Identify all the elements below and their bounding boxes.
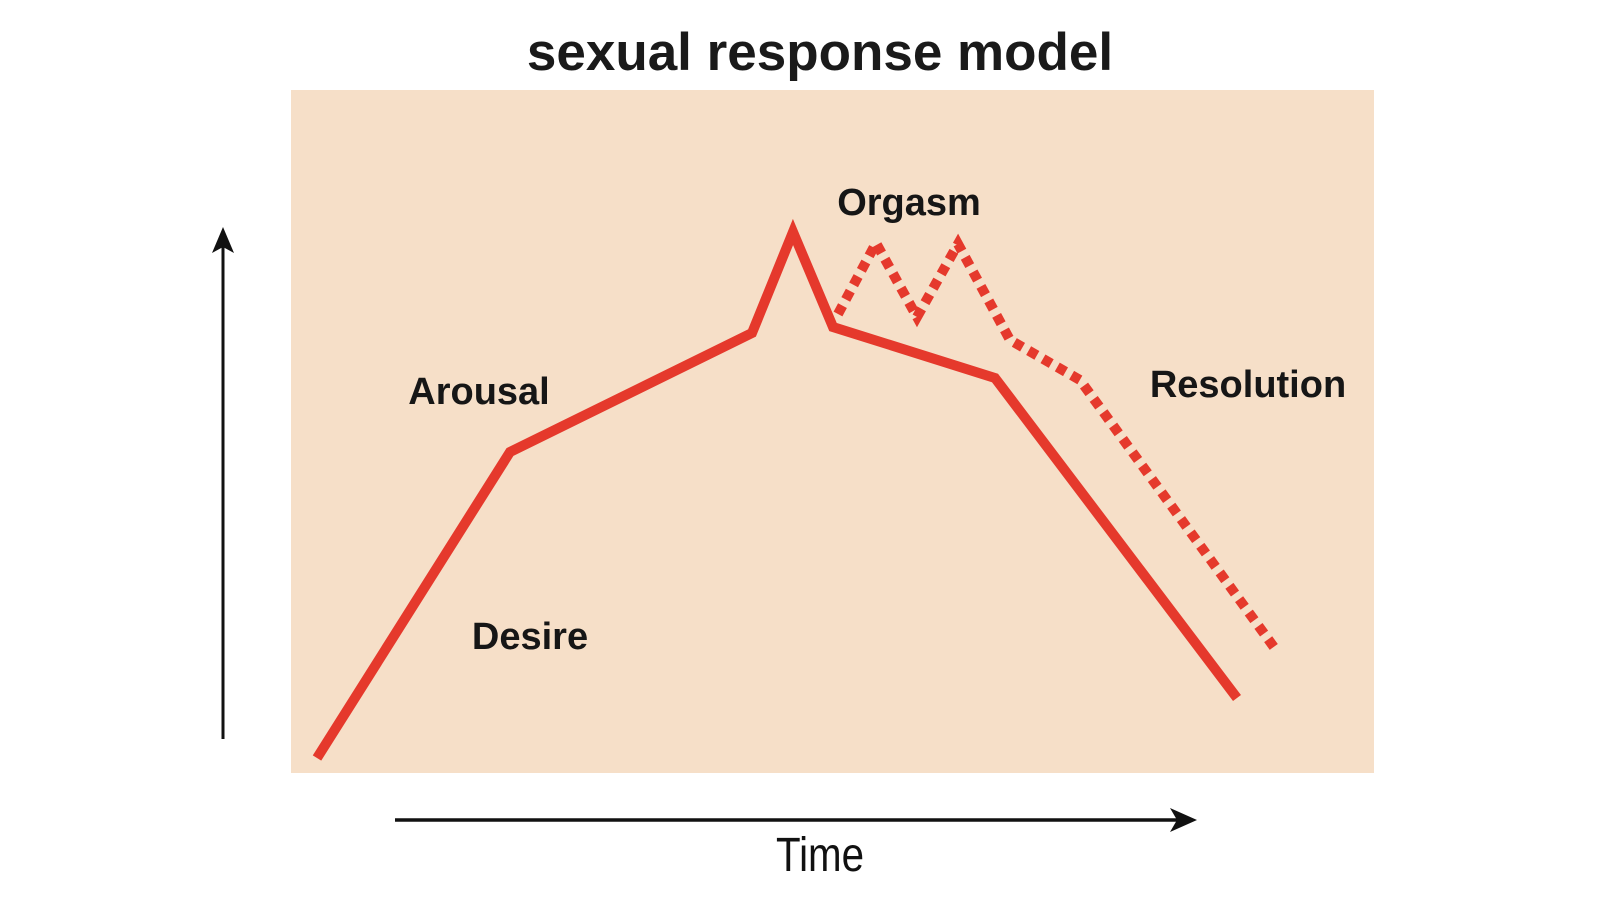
response-curve-solid (312, 218, 1241, 761)
right-arrow-icon (1170, 808, 1197, 832)
phase-label-resolution: Resolution (1149, 364, 1347, 406)
response-curve-dotted (833, 232, 1281, 653)
phase-label-orgasm: Orgasm (837, 182, 981, 224)
chart-panel (291, 90, 1374, 773)
phase-label-desire: Desire (471, 616, 589, 658)
phase-label-arousal: Arousal (408, 371, 550, 413)
x-axis-label: Time (775, 829, 865, 882)
up-arrow-icon (212, 227, 234, 253)
figure-title: sexual response model (526, 23, 1114, 82)
